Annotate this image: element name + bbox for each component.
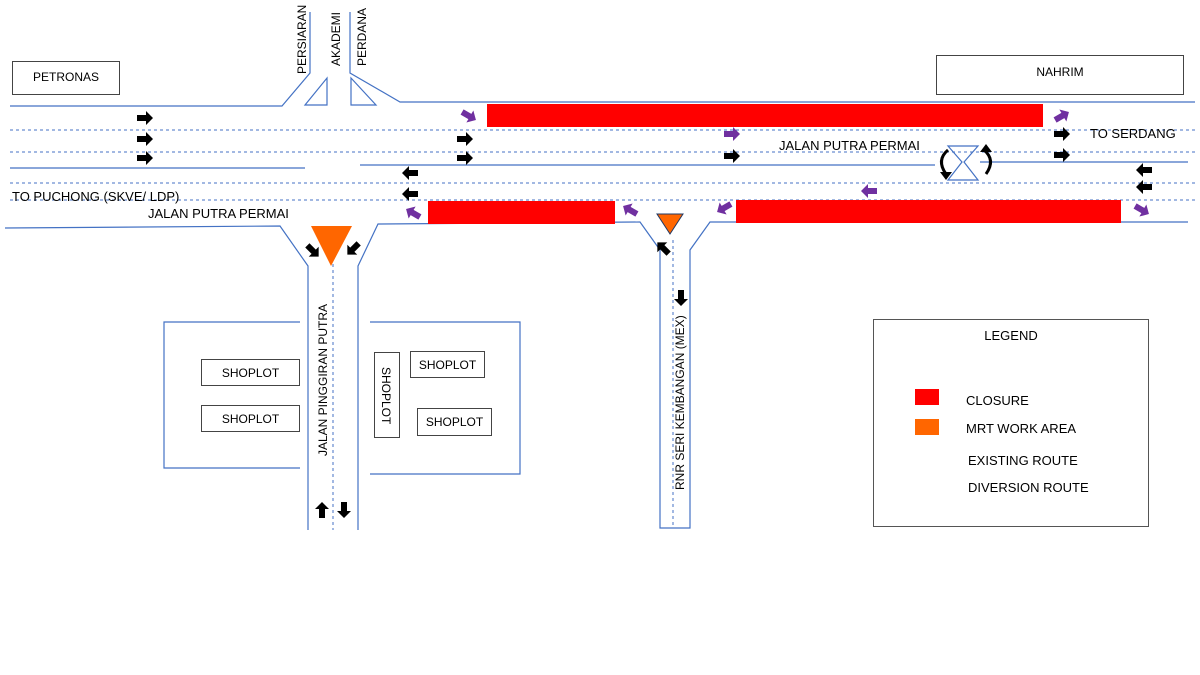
jalan-pinggiran-putra-label: JALAN PINGGIRAN PUTRA [316, 303, 330, 456]
shoplot-1: SHOPLOT [201, 359, 300, 386]
persiaran-label: PERSIARAN [295, 4, 309, 74]
petronas-box: PETRONAS [12, 61, 120, 95]
rnr-seri-kembangan-label: RNR SERI KEMBANGAN (MEX) [673, 315, 687, 490]
closure-south-west [428, 201, 615, 224]
road-edge-north [10, 12, 311, 107]
legend-diversion-route-label: DIVERSION ROUTE [968, 480, 1089, 495]
closure-north [487, 104, 1043, 127]
nahrim-label: NAHRIM [1036, 65, 1084, 79]
legend-closure-label: CLOSURE [966, 393, 1029, 408]
jalan-putra-permai-main-label: JALAN PUTRA PERMAI [779, 138, 920, 153]
shoplot-label: SHOPLOT [221, 412, 280, 426]
jalan-putra-permai-side-label: JALAN PUTRA PERMAI [148, 206, 289, 221]
legend: LEGEND CLOSURE MRT WORK AREA EXISTING RO… [873, 319, 1149, 527]
to-puchong-label: TO PUCHONG (SKVE/ LDP) [12, 189, 180, 204]
mrt-work-area-swatch [915, 419, 939, 435]
road-edge-south [4, 225, 309, 530]
mrt-work-area-east [656, 213, 684, 235]
shoplot-vertical [374, 352, 400, 438]
shoplot-3: SHOPLOT [410, 351, 485, 378]
mrt-work-areas [311, 213, 684, 266]
closure-areas [428, 104, 1121, 224]
shoplot-label: SHOPLOT [221, 366, 280, 380]
legend-title: LEGEND [984, 328, 1038, 343]
closure-south-east [736, 200, 1121, 223]
closure-swatch [915, 389, 939, 405]
petronas-label: PETRONAS [32, 70, 99, 84]
nahrim-box: NAHRIM [936, 55, 1184, 95]
shoplot-2: SHOPLOT [201, 405, 300, 432]
mrt-work-area-west [311, 226, 352, 266]
legend-existing-route-label: EXISTING ROUTE [968, 453, 1078, 468]
shoplot-vertical-label: SHOPLOT [379, 367, 393, 425]
shoplot-label: SHOPLOT [418, 358, 477, 372]
shoplot-4: SHOPLOT [417, 408, 492, 436]
to-serdang-label: TO SERDANG [1090, 126, 1176, 141]
shoplot-label: SHOPLOT [425, 415, 484, 429]
akademi-label: AKADEMI [329, 11, 343, 66]
perdana-label: PERDANA [355, 7, 369, 66]
legend-mrt-label: MRT WORK AREA [966, 421, 1077, 436]
